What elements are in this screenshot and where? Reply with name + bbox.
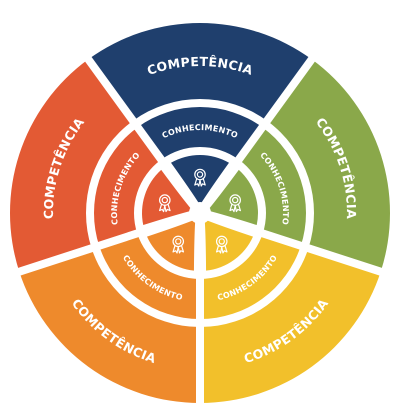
separator-1 <box>198 209 390 278</box>
segment-left <box>9 59 193 272</box>
conhecimento-band-right <box>238 127 306 246</box>
segment-bottom-left <box>19 219 201 403</box>
core-petal-bottom-right <box>204 219 253 271</box>
competencia-band-right <box>267 59 390 272</box>
competencia-band-top <box>88 22 312 121</box>
award-ribbon-icon <box>194 168 206 187</box>
competencia-band-bottom-left <box>19 248 201 403</box>
award-ribbon-icon <box>159 194 171 213</box>
award-ribbon-icon <box>229 194 241 213</box>
award-ribbon-icon <box>172 235 185 254</box>
conhecimento-band-bottom-right <box>200 233 301 319</box>
core-petal-right <box>207 169 258 226</box>
segment-right <box>207 59 390 272</box>
center-hub <box>189 202 211 224</box>
wheel-segments <box>9 22 390 404</box>
conhecimento-band-left <box>93 127 162 246</box>
segment-top <box>88 22 312 205</box>
core-petal-left <box>142 169 193 226</box>
award-ribbon-icon <box>215 235 228 254</box>
competencia-band-left <box>9 59 133 272</box>
competencia-band-bottom-right <box>200 248 381 404</box>
core-petal-bottom-left <box>147 219 196 271</box>
conhecimento-band-top <box>137 107 263 160</box>
separator-4 <box>80 50 204 216</box>
separator-3 <box>10 209 202 278</box>
conhecimento-band-bottom-left <box>99 233 200 319</box>
segment-bottom-right <box>200 219 381 404</box>
separator-0 <box>196 50 320 216</box>
segment-separators <box>10 50 390 410</box>
